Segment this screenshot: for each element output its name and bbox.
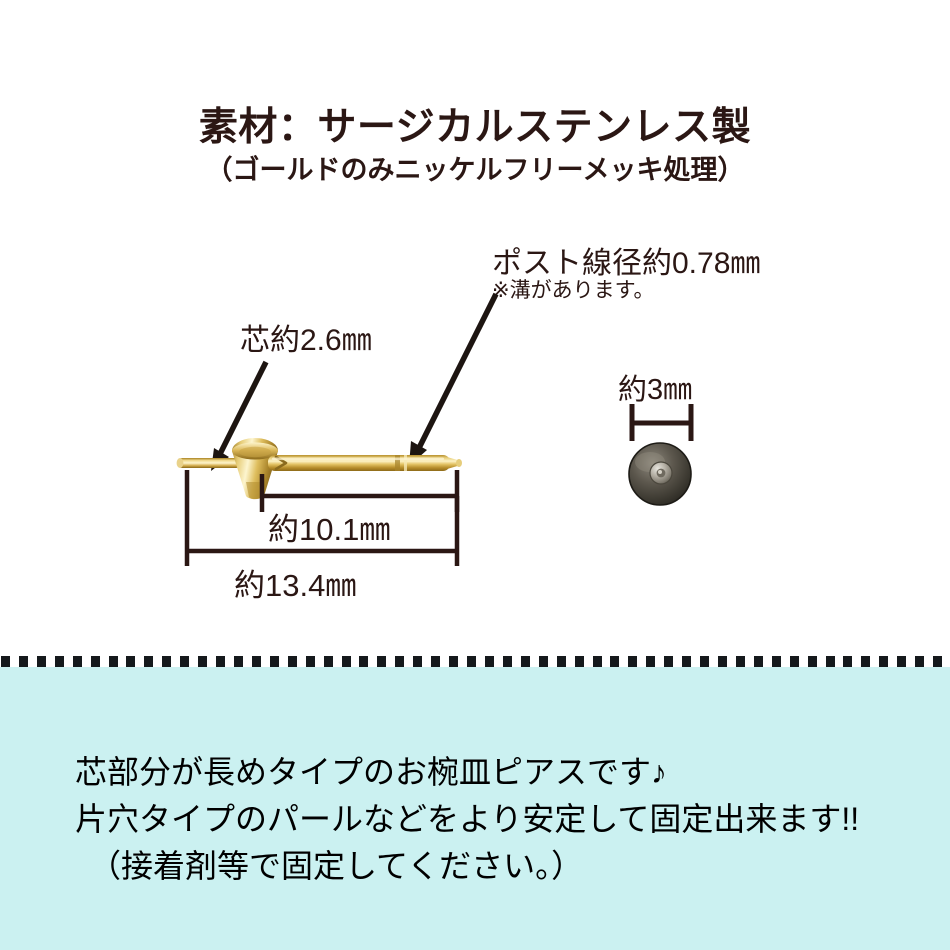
divider-dot	[628, 656, 638, 667]
divider-dot	[413, 656, 423, 667]
divider-dot	[753, 656, 763, 667]
divider-dot	[646, 656, 656, 667]
divider-dot	[574, 656, 584, 667]
divider-dot	[251, 656, 261, 667]
divider-dot	[108, 656, 118, 667]
divider-dot	[592, 656, 602, 667]
description-panel: 芯部分が長めタイプのお椀皿ピアスです♪ 片穴タイプのパールなどをより安定して固定…	[0, 667, 950, 950]
divider-dot	[879, 656, 889, 667]
divider-dot	[359, 656, 369, 667]
label-total-length: 約13.4㎜	[234, 568, 357, 603]
divider-dot	[18, 656, 28, 667]
divider-dot	[735, 656, 745, 667]
divider-dot	[269, 656, 279, 667]
leader-arrow-core	[211, 360, 269, 471]
description-text-block: 芯部分が長めタイプのお椀皿ピアスです♪ 片穴タイプのパールなどをより安定して固定…	[75, 749, 905, 890]
dimension-back-diameter	[629, 404, 694, 441]
divider-dot	[682, 656, 692, 667]
divider-dot	[556, 656, 566, 667]
divider-dot	[771, 656, 781, 667]
label-back-diameter: 約3㎜	[618, 374, 693, 406]
divider-dot	[861, 656, 871, 667]
divider-dot	[72, 656, 82, 667]
divider-dot	[377, 656, 387, 667]
label-post-length: 約10.1㎜	[268, 512, 391, 547]
divider-dot	[449, 656, 459, 667]
divider-dot	[216, 656, 226, 667]
divider-dot	[502, 656, 512, 667]
divider-dot	[933, 656, 943, 667]
divider-dot	[897, 656, 907, 667]
divider-dot	[323, 656, 333, 667]
label-post-groove-note: ※溝があります。	[492, 279, 655, 302]
divider-dot	[520, 656, 530, 667]
divider-dot	[664, 656, 674, 667]
divider-dot	[198, 656, 208, 667]
divider-dot	[700, 656, 710, 667]
description-line-2: 片穴タイプのパールなどをより安定して固定出来ます!!	[75, 801, 860, 837]
divider-dot	[538, 656, 548, 667]
label-post-diameter: ポスト線径約0.78㎜	[492, 247, 761, 280]
divider-dot	[717, 656, 727, 667]
divider-dot	[807, 656, 817, 667]
divider-dot	[467, 656, 477, 667]
divider-dot	[395, 656, 405, 667]
earring-back-disc	[628, 442, 692, 506]
dotted-divider	[0, 656, 950, 668]
divider-dot	[915, 656, 925, 667]
divider-dot	[126, 656, 136, 667]
divider-dot	[1, 656, 10, 667]
divider-dot	[843, 656, 853, 667]
divider-dot	[431, 656, 441, 667]
divider-dot	[234, 656, 244, 667]
page-title: 素材：サージカルステンレス製	[198, 106, 752, 149]
leader-arrow-post-diameter	[409, 292, 499, 466]
earring-post-with-cup	[176, 438, 462, 500]
divider-dot	[484, 656, 494, 667]
divider-dot	[180, 656, 190, 667]
divider-dot	[36, 656, 46, 667]
label-core-length: 芯約2.6㎜	[240, 324, 372, 357]
divider-dot	[305, 656, 315, 667]
divider-dot	[54, 656, 64, 667]
divider-dot	[610, 656, 620, 667]
page-subtitle: （ゴールドのみニッケルフリーメッキ処理）	[205, 155, 745, 185]
divider-dot	[287, 656, 297, 667]
description-line-1: 芯部分が長めタイプのお椀皿ピアスです♪	[75, 754, 668, 790]
divider-dot	[144, 656, 154, 667]
divider-dot	[825, 656, 835, 667]
description-line-3: （接着剤等で固定してください。）	[89, 848, 584, 884]
divider-dot	[90, 656, 100, 667]
divider-dot	[341, 656, 351, 667]
divider-dot	[789, 656, 799, 667]
divider-dot	[162, 656, 172, 667]
